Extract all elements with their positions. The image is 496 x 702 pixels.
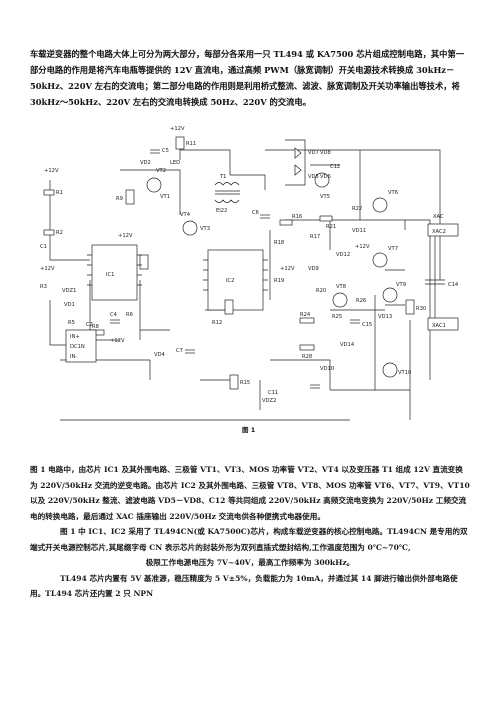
label-r26: R26 [356,298,366,304]
label-vd11: VD11 [352,228,366,234]
label-r28: R28 [302,354,312,360]
label-r5: R5 [68,320,75,326]
label-vt9: VT9 [396,282,406,288]
label-t1-part: EI22 [216,208,227,214]
label-vd7: VD7 [308,150,319,156]
label-c14: C14 [448,282,459,288]
label-c6: C6 [252,210,259,216]
label-vd8: VD8 [320,150,331,156]
label-r2: R2 [56,230,63,236]
label-vt5: VT5 [320,194,330,200]
label-vt2: VT2 [156,168,166,174]
label-r6: R6 [126,312,133,318]
label-r25: R25 [332,314,342,320]
body-paragraph-2: 图 1 中 IC1、IC2 采用了 TL494CN(或 KA7500C)芯片，构… [30,527,468,552]
label-vd1: VD1 [64,302,75,308]
label-xac2: XAC2 [432,229,446,235]
label-vt10: VT10 [398,370,411,376]
label-vt8: VT8 [336,284,346,290]
label-vdz1: VDZ1 [62,288,76,294]
label-r20: R20 [316,288,326,294]
label-r17: R17 [310,234,320,240]
label-vd4: VD4 [154,352,166,358]
label-c4: C4 [110,312,118,318]
label-c1: C1 [40,244,47,250]
label-vd5: VD5 [308,174,319,180]
label-vcc12-c: +12V [170,126,185,132]
body-paragraph-1: 图 1 电路中，由芯片 IC1 及其外围电路、三极管 VT1、VT3、MOS 功… [30,465,470,521]
intro-paragraph: 车载逆变器的整个电路大体上可分为两大部分，每部分各采用一只 TL494 或 KA… [30,49,465,107]
label-c12: C12 [330,164,340,170]
label-r15: R15 [240,380,250,386]
label-in-plus: IN+ [70,334,80,340]
label-vt6: VT6 [388,190,398,196]
label-r3: R3 [40,284,47,290]
label-vd12: VD12 [336,252,350,258]
label-r18: R18 [274,240,284,246]
label-vd10: VD10 [320,366,334,372]
label-vt4: VT4 [180,212,191,218]
label-in-minus: IN- [70,354,77,360]
label-c11: C11 [268,390,278,396]
label-vcc12-f: +12V [355,244,370,250]
label-r19: R19 [274,278,284,284]
label-c5: C5 [162,148,169,154]
body-text: 图 1 电路中，由芯片 IC1 及其外围电路、三极管 VT1、VT3、MOS 功… [30,462,470,602]
label-led: LED [170,160,180,166]
label-r1: R1 [56,190,63,196]
label-vdz2: VDZ2 [262,398,276,404]
label-vd6: VD6 [320,174,331,180]
label-vt7: VT7 [388,246,398,252]
body-paragraph-3: 极限工作电源电压为 7V~40V，最高工作频率为 300kHz。 [145,558,355,567]
label-vd2: VD2 [140,160,151,166]
label-r30: R30 [416,306,426,312]
label-r8: R8 [92,324,99,330]
label-r22: R22 [352,206,362,212]
label-c15: C15 [362,322,372,328]
label-r12: R12 [212,320,222,326]
label-r16: R16 [292,214,302,220]
label-vcc12-b: +12V [118,233,133,239]
label-r9: R9 [116,196,123,202]
label-vcc12-d: +12V [40,266,55,272]
label-r11: R11 [186,141,196,147]
label-vt3: VT3 [200,226,210,232]
label-t1: T1 [219,174,226,180]
label-vcc12-g: +12V [110,338,125,344]
figure-caption: 图 1 [242,425,256,434]
label-vd14: VD14 [340,342,355,348]
label-vcc12-e: +12V [280,266,295,272]
body-paragraph-4: TL494 芯片内置有 5V 基准源，稳压精度为 5 V±5%，负载能力为 10… [30,573,458,599]
label-vd13: VD13 [378,314,392,320]
label-r24: R24 [300,312,311,318]
label-xac: XAC [433,214,444,220]
label-vd9: VD9 [308,266,319,272]
label-c7: C7 [176,348,183,354]
label-c2: C2 [86,322,93,328]
label-ic2: IC2 [226,278,234,284]
label-xac1: XAC1 [432,323,446,329]
circuit-diagram: +12V +12V +12V +12V +12V +12V +12V IC1 I… [30,120,470,438]
label-vt1: VT1 [160,194,170,200]
label-dc1n: DC1N [70,344,85,350]
label-vcc12-a: +12V [44,168,59,174]
label-r21: R21 [326,224,336,230]
label-ic1: IC1 [106,272,114,278]
